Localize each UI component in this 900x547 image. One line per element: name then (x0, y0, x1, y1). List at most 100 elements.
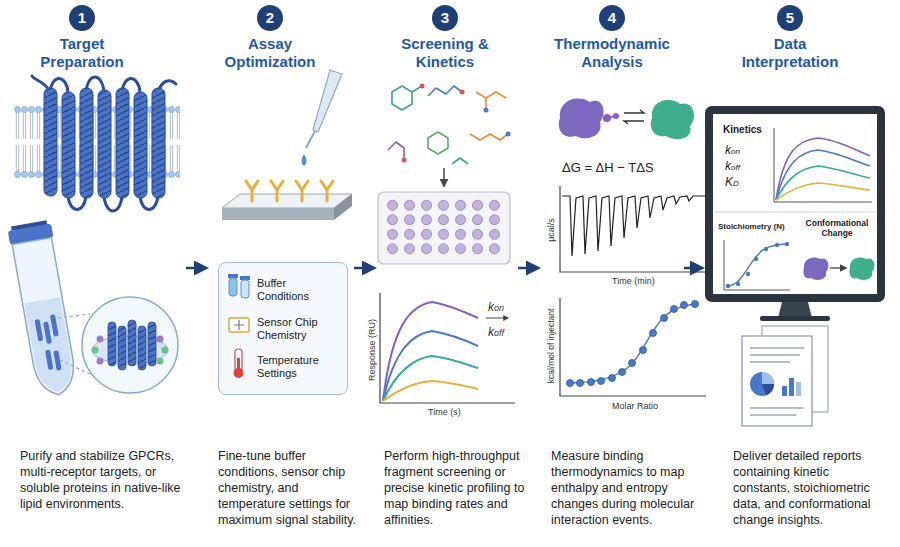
screen-kinetics-chart (774, 128, 872, 202)
step-number: 2 (257, 5, 283, 31)
sample-tube (25, 297, 77, 395)
step-title: Target Preparation (17, 35, 147, 71)
chip-icon (229, 318, 249, 332)
itc-thermogram (562, 196, 705, 256)
sensorgram-chart (383, 381, 478, 401)
flow-arrow (354, 267, 374, 270)
report-document (750, 407, 804, 409)
screen-stoichiometry-chart (728, 244, 788, 286)
screen-stoichiometry-chart (724, 240, 790, 290)
step-title: Data Interpretation (725, 35, 855, 71)
screen-constant: KD (725, 175, 739, 189)
step-number: 3 (432, 5, 458, 31)
fragment-molecules (428, 132, 448, 154)
binding-proteins (603, 114, 611, 122)
magnified-nanodisc (138, 326, 146, 370)
equation: ΔG = ΔH − TΔS (562, 160, 654, 175)
sample-tube (12, 238, 78, 399)
fragment-molecules (420, 84, 425, 89)
binding-isotherm (609, 375, 616, 382)
magnified-nanodisc (148, 322, 156, 366)
screen-conformation (830, 267, 846, 268)
report-document (762, 372, 774, 384)
receptor-helix (116, 88, 129, 198)
step-circle: 2Assay Optimization (257, 5, 283, 31)
fragment-molecules (392, 86, 412, 110)
sensor-chip (246, 181, 333, 201)
step-number: 4 (599, 5, 625, 31)
report-document (742, 336, 812, 426)
buffer-icon (229, 278, 237, 296)
fragment-molecules (470, 134, 508, 140)
binding-isotherm (619, 369, 626, 376)
receptor-helix (98, 90, 111, 198)
binding-isotherm (577, 380, 584, 387)
well-plate (378, 192, 510, 264)
screen-kinetics-chart (776, 166, 870, 200)
option-text: Buffer Conditions (257, 277, 339, 303)
receptor-helix (44, 88, 165, 198)
binding-isotherm (661, 315, 668, 322)
well-plate (378, 192, 510, 264)
binding-isotherm (567, 301, 699, 387)
screen-stoichiometry-chart (726, 284, 730, 288)
step-title: Assay Optimization (205, 35, 335, 71)
chip-icon (229, 318, 249, 332)
step-description: Perform high-throughput fragment screeni… (384, 448, 544, 528)
binding-isotherm (560, 298, 706, 396)
magnified-nanodisc (58, 297, 178, 393)
binding-isotherm (671, 306, 678, 313)
step-circle: 3Screening & Kinetics (432, 5, 458, 31)
report-document (789, 378, 794, 396)
step-description: Deliver detailed reports containing kine… (733, 448, 885, 528)
fragment-molecules (428, 86, 462, 96)
axis-label: µcal/s (546, 218, 556, 242)
thermometer-icon (234, 368, 244, 378)
binding-isotherm (681, 302, 688, 309)
sensor-chip (334, 194, 352, 220)
sensorgram-chart (380, 293, 515, 403)
thermometer-icon (237, 358, 240, 370)
sensorgram-chart (383, 302, 478, 401)
monitor-stand (760, 316, 830, 321)
fragment-molecules (402, 158, 407, 163)
binding-isotherm (629, 360, 636, 367)
axis-label: Response (RU) (367, 319, 377, 381)
sensorgram-chart (383, 331, 478, 401)
magnified-nanodisc (118, 326, 126, 370)
sample-tube (7, 220, 81, 399)
axis-label: kcal/mol of injectant (546, 309, 556, 384)
screen-stoichiometry-chart (785, 242, 789, 246)
flow-arrow (186, 267, 206, 270)
binding-isotherm (567, 380, 574, 387)
binding-isotherm (588, 379, 595, 386)
flow-arrow (518, 267, 538, 270)
magnified-nanodisc (92, 347, 99, 354)
magnified-nanodisc (97, 336, 104, 343)
screen-conformation (849, 257, 874, 280)
binding-proteins (559, 99, 694, 140)
pipette (306, 131, 315, 148)
rate-constant: koff (488, 325, 504, 339)
screen-stoichiometry-chart (754, 257, 758, 261)
sample-tube (43, 321, 52, 344)
step-title: Screening & Kinetics (380, 35, 510, 71)
report-document (796, 382, 801, 396)
step-number: 5 (777, 5, 803, 31)
pipette (302, 154, 307, 166)
screen-heading: Kinetics (723, 124, 762, 135)
magnified-nanodisc (97, 358, 104, 365)
binding-proteins (559, 99, 604, 139)
sensorgram-chart (486, 318, 508, 319)
receptor-helix (80, 88, 93, 198)
report-document (750, 372, 774, 396)
fragment-molecules (452, 158, 468, 164)
receptor-helix (62, 92, 75, 198)
screen-heading: Conformational Change (801, 218, 873, 238)
monitor-stand (778, 302, 812, 318)
step-description: Measure binding thermodynamics to map en… (551, 448, 711, 528)
option-text: Temperature Settings (257, 354, 339, 380)
buffer-icon (228, 274, 250, 298)
step-title: Thermodynamic Analysis (547, 35, 677, 71)
